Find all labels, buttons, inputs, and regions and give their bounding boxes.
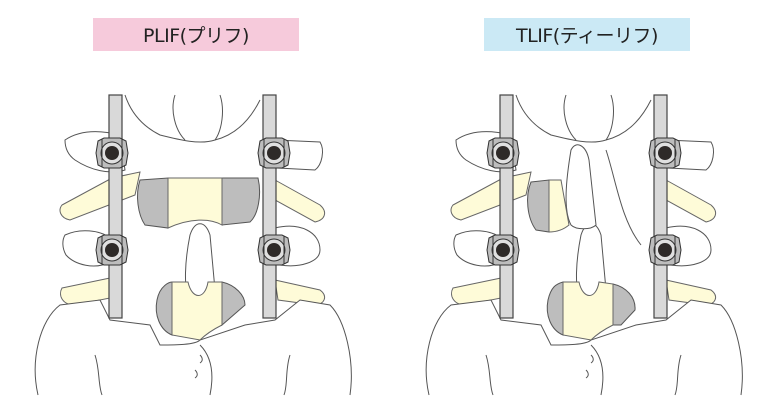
tlif-lower-disc (546, 281, 636, 341)
plif-illustration (34, 94, 352, 396)
plif-cage-upper (167, 177, 223, 229)
pedicle-screw (486, 234, 520, 266)
pedicle-screw (257, 234, 291, 266)
tlif-upper-disc (527, 179, 570, 233)
plif-lower-disc (155, 281, 246, 341)
rod (499, 94, 514, 319)
rod (108, 94, 123, 319)
pedicle-screw (486, 137, 520, 169)
plif-cage-lower (171, 281, 223, 341)
tlif-spinous-process (565, 144, 597, 230)
plif-upper-disc (137, 177, 261, 229)
tlif-label: TLIF(ティーリフ) (484, 18, 690, 51)
pedicle-screw (257, 137, 291, 169)
tlif-cage-upper (548, 179, 570, 233)
tlif-cage-lower (562, 281, 614, 341)
pedicle-screw (648, 137, 682, 169)
plif-label: PLIF(プリフ) (93, 18, 299, 51)
tlif-illustration (425, 94, 743, 396)
rod (262, 94, 277, 319)
pedicle-screw (648, 234, 682, 266)
pedicle-screw (95, 137, 129, 169)
pedicle-screw (95, 234, 129, 266)
rod (653, 94, 668, 319)
